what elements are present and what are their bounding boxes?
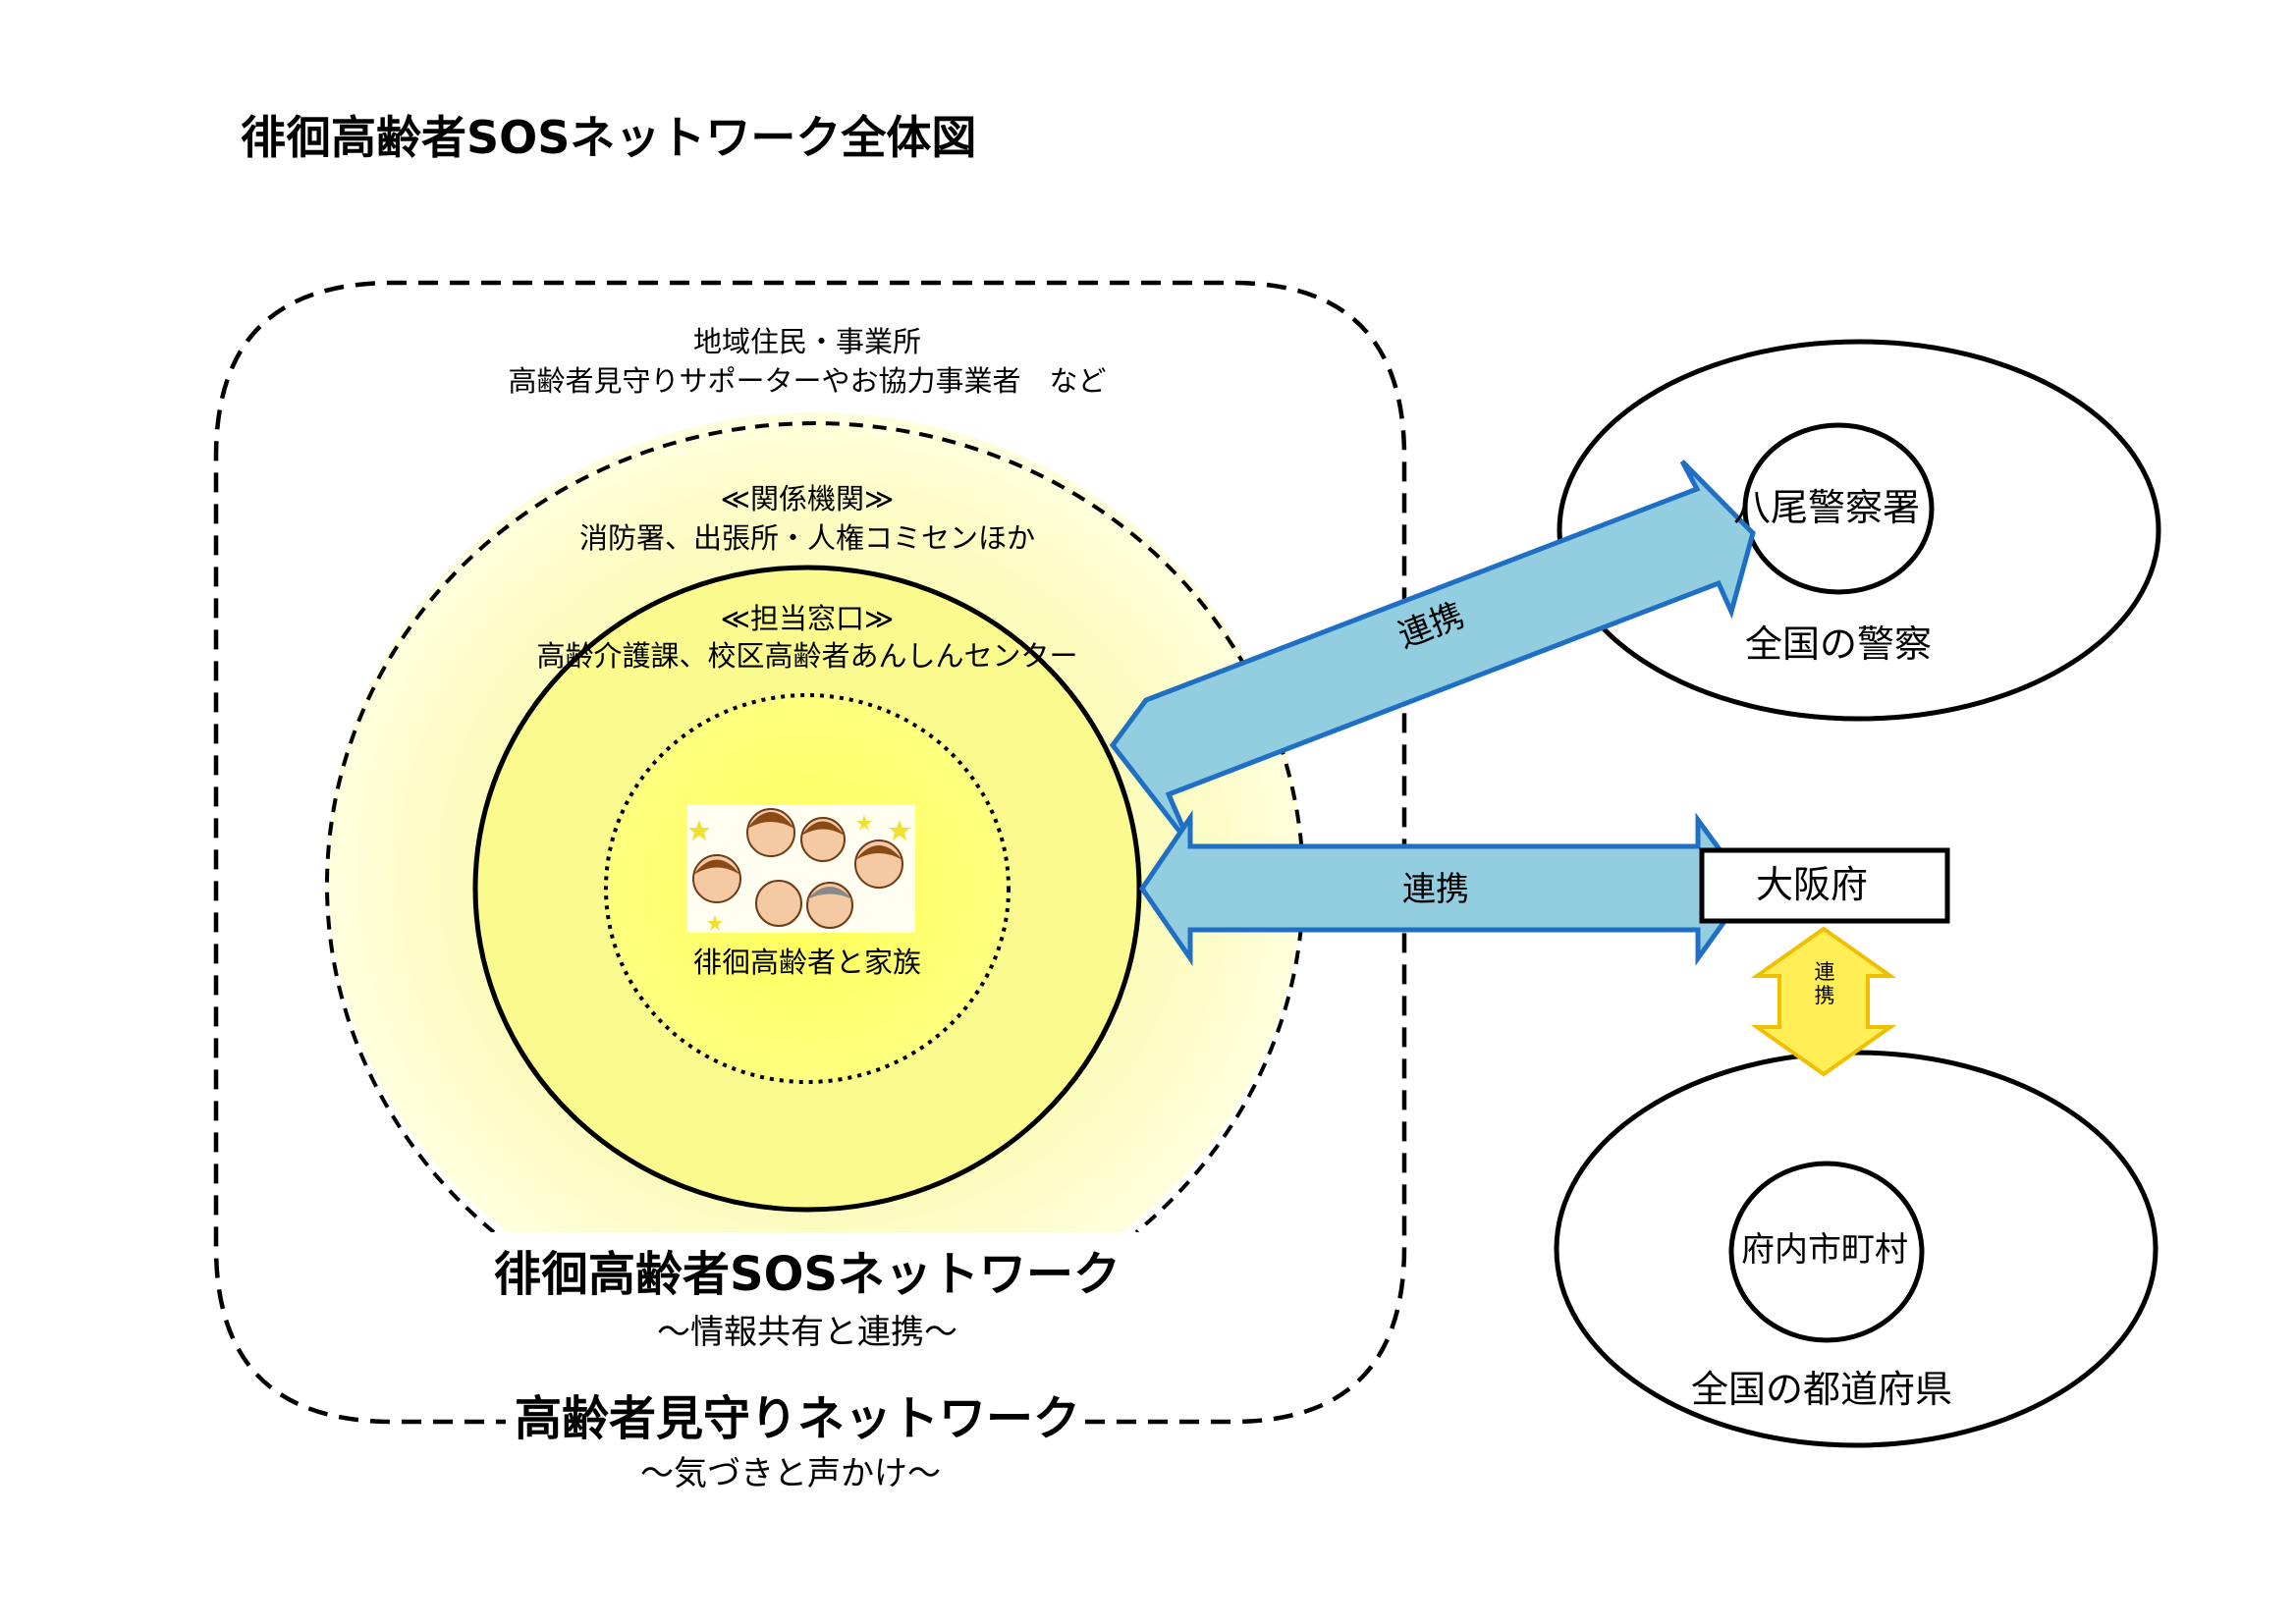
page-title: 徘徊高齢者SOSネットワーク全体図 bbox=[241, 111, 977, 164]
pref-inner-circle bbox=[1728, 1161, 1925, 1343]
community-label-2: 高齢者見守りサポーターやお協力事業者 など bbox=[508, 364, 1107, 398]
sos-network-sub: ～情報共有と連携～ bbox=[657, 1313, 957, 1352]
contact-label-2: 高齢介護課、校区高齢者あんしんセンター bbox=[536, 639, 1078, 673]
vertical-link-label: 連携 bbox=[1814, 960, 1835, 1008]
vertical-link-arrow bbox=[1750, 926, 1897, 1077]
police-link-arrow bbox=[1109, 460, 1756, 848]
osaka-label: 大阪府 bbox=[1756, 863, 1869, 906]
community-zone-border bbox=[213, 280, 1407, 1425]
police-outer-label: 全国の警察 bbox=[1744, 623, 1933, 666]
watch-network-sub: ～気づきと声かけ～ bbox=[640, 1454, 941, 1493]
related-label-1: ≪関係機関≫ bbox=[720, 482, 895, 515]
contact-label-1: ≪担当窓口≫ bbox=[720, 602, 895, 635]
police-inner-circle bbox=[1742, 422, 1935, 595]
watch-network-name: 高齢者見守りネットワーク bbox=[514, 1391, 1081, 1446]
sos-network-name: 徘徊高齢者SOSネットワーク bbox=[494, 1247, 1121, 1302]
family-illustration bbox=[687, 805, 915, 933]
osaka-box bbox=[1699, 847, 1950, 924]
community-label-1: 地域住民・事業所 bbox=[692, 325, 922, 358]
municipalities-inner-label: 府内市町村 bbox=[1741, 1230, 1908, 1270]
police-inner-label: 八尾警察署 bbox=[1733, 486, 1921, 529]
pref-link-label: 連携 bbox=[1402, 870, 1469, 909]
community-zone bbox=[213, 280, 1407, 1425]
related-label-2: 消防署、出張所・人権コミセンほか bbox=[578, 521, 1036, 555]
municipalities-outer-label: 全国の都道府県 bbox=[1690, 1368, 1953, 1411]
core-label: 徘徊高齢者と家族 bbox=[692, 946, 922, 979]
